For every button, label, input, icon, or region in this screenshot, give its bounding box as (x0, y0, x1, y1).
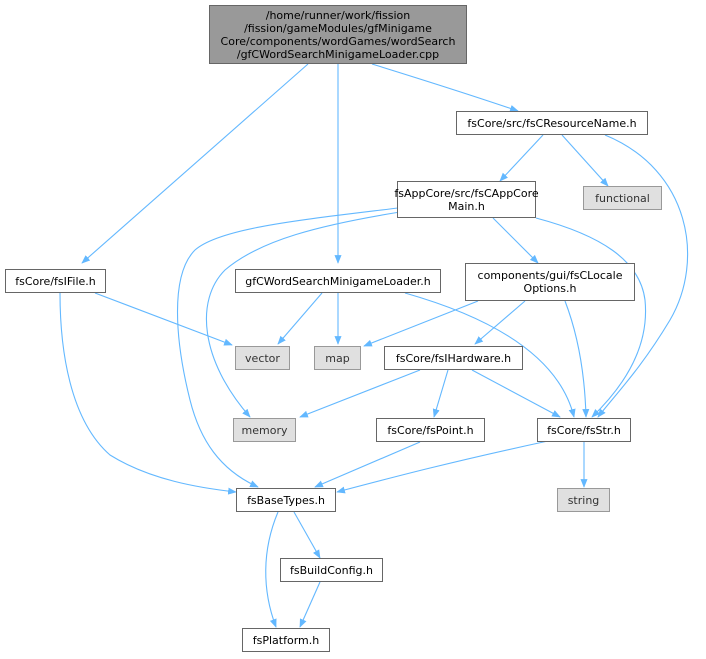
node-fspoint-h[interactable]: fsCore/fsPoint.h (376, 418, 485, 442)
node-functional: functional (583, 186, 662, 210)
node-root-cpp: /home/runner/work/fission /fission/gameM… (209, 5, 467, 64)
edge-loader-vector (277, 292, 323, 345)
node-vector: vector (235, 346, 290, 370)
edge-root-resourcename (371, 63, 519, 112)
node-string: string (557, 488, 610, 512)
node-map: map (314, 346, 361, 370)
edge-fsifile-basetypes (59, 292, 237, 495)
edge-resourcename-fsstr (597, 134, 689, 418)
edge-appcoremain-fsstr (535, 217, 647, 418)
node-loader-h[interactable]: gfCWordSearchMinigameLoader.h (235, 269, 441, 293)
edge-ihardware-fsstr (471, 369, 561, 418)
edge-fsstr-basetypes (336, 440, 549, 494)
edge-resourcename-functional (561, 134, 609, 187)
edge-fspoint-basetypes (314, 441, 421, 488)
edge-basetypes-buildconfig (293, 511, 321, 559)
node-fsbasetypes-h[interactable]: fsBaseTypes.h (236, 488, 336, 512)
edge-buildconfig-platform (299, 581, 321, 628)
node-fscresourcename-h[interactable]: fsCore/src/fsCResourceName.h (456, 111, 648, 135)
node-fsbuildconfig-h[interactable]: fsBuildConfig.h (280, 558, 383, 582)
edge-locale-ihardware (474, 300, 526, 345)
node-fsplatform-h[interactable]: fsPlatform.h (242, 628, 330, 652)
edge-root-fsifile (81, 63, 309, 264)
edge-appcoremain-memory (205, 211, 401, 418)
edge-appcoremain-locale (492, 217, 539, 264)
node-fsihardware-h[interactable]: fsCore/fsIHardware.h (384, 346, 523, 370)
node-fsstr-h[interactable]: fsCore/fsStr.h (537, 418, 631, 442)
edge-loader-fsstr (404, 292, 576, 418)
edge-locale-fsstr (564, 300, 590, 418)
node-fsifile-h[interactable]: fsCore/fsIFile.h (5, 269, 106, 293)
node-memory: memory (233, 418, 296, 442)
edge-resourcename-appcoremain (499, 134, 544, 182)
edge-locale-map (363, 300, 479, 347)
edge-ihardware-memory (299, 369, 421, 418)
edge-fsifile-vector (94, 292, 233, 346)
node-fsclocaleoptions-h[interactable]: components/gui/fsCLocale Options.h (465, 263, 635, 301)
edge-appcoremain-basetypes (177, 207, 399, 488)
edge-ihardware-fspoint (432, 369, 449, 418)
edge-basetypes-platform (265, 511, 279, 628)
node-fscappcoremain-h[interactable]: fsAppCore/src/fsCAppCore Main.h (394, 181, 539, 218)
